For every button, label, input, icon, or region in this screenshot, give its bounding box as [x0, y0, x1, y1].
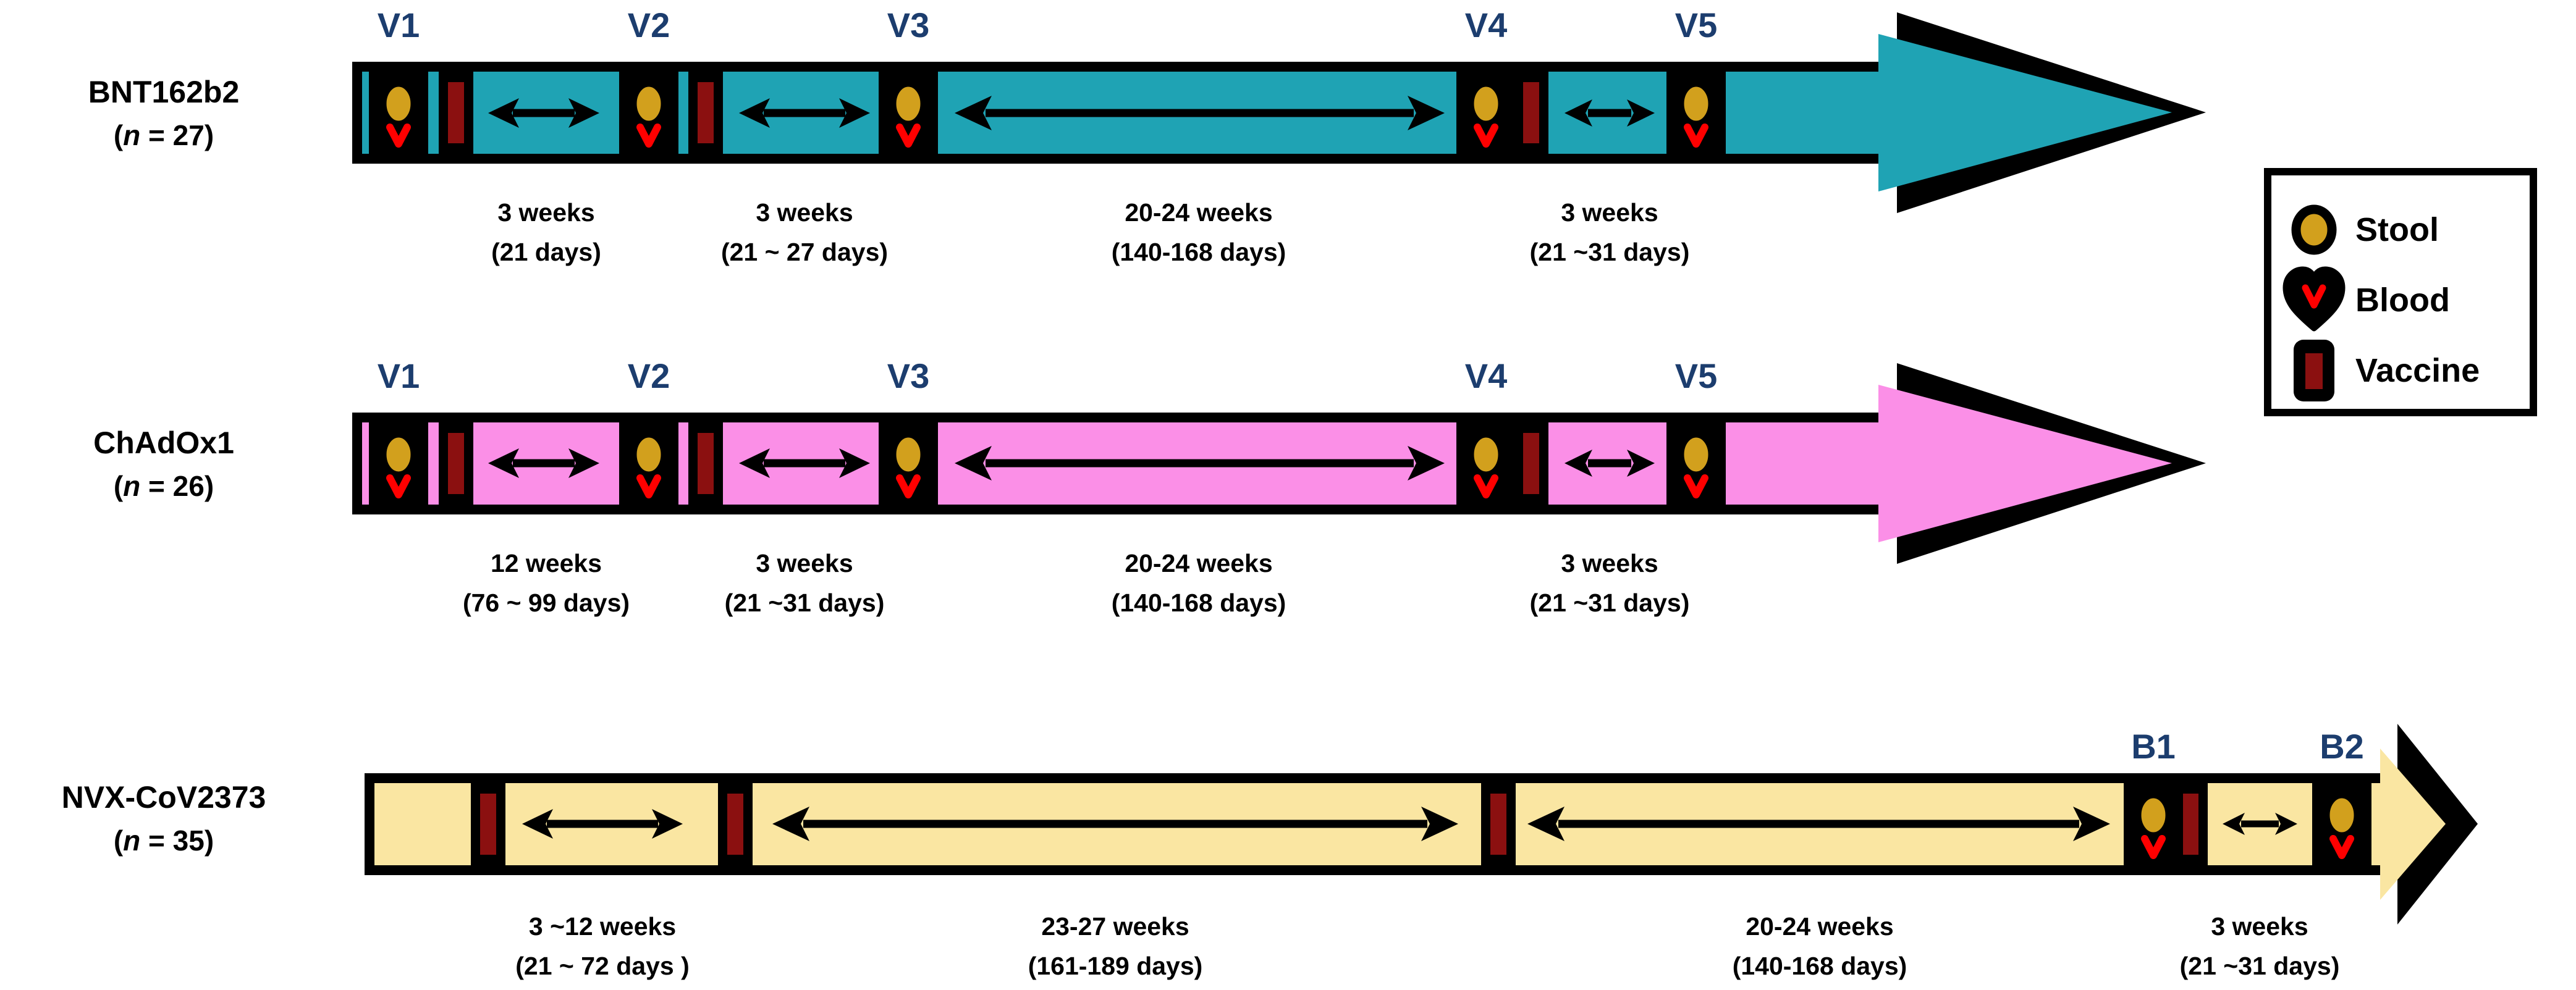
interval-arrow [955, 446, 1445, 480]
visit-label-v3: V3 [887, 6, 930, 44]
interval-label: 3 weeks (21 ~31 days) [1530, 193, 1690, 272]
interval-label: 20-24 weeks (140-168 days) [1112, 193, 1286, 272]
interval-arrow [1565, 99, 1655, 127]
interval-days: (21 ~31 days) [724, 589, 885, 617]
interval-weeks: 12 weeks [490, 549, 602, 577]
stool-blood-marker [2124, 783, 2183, 870]
cohort-name-nvx-cov2373: NVX-CoV2373 [61, 780, 266, 815]
visit-label-v4: V4 [1464, 356, 1508, 395]
interval-label: 3 weeks (21 ~31 days) [725, 543, 885, 623]
interval-label: 20-24 weeks (140-168 days) [1733, 907, 1907, 986]
interval-days: (140-168 days) [1111, 589, 1286, 617]
interval-weeks: 3 weeks [1561, 198, 1658, 227]
interval-days: (21 ~ 72 days ) [515, 952, 690, 980]
cohort-name-chadox1: ChAdOx1 [93, 426, 234, 460]
vaccine-bar-marker [718, 783, 753, 865]
cohort-n-nvx-cov2373: (n = 35) [113, 824, 214, 857]
stool-icon [2291, 204, 2337, 255]
vaccine-bar-marker [439, 422, 473, 505]
interval-days: (21 ~31 days) [2179, 952, 2340, 980]
visit-label-v2: V2 [627, 6, 670, 44]
interval-weeks: 20-24 weeks [1746, 912, 1894, 941]
vaccine-icon [2294, 340, 2334, 401]
interval-label: 12 weeks (76 ~ 99 days) [463, 543, 630, 623]
legend-label-blood: Blood [2355, 282, 2450, 319]
interval-label: 3 weeks (21 ~31 days) [2180, 907, 2340, 986]
interval-label: 3 ~12 weeks (21 ~ 72 days ) [515, 907, 689, 986]
interval-arrow [488, 98, 599, 128]
vaccine-bar-marker [1514, 422, 1548, 505]
interval-label: 3 weeks (21 ~ 27 days) [721, 193, 888, 272]
visit-label-v3: V3 [887, 356, 930, 395]
vaccine-bar-marker [1514, 72, 1548, 154]
interval-weeks: 3 ~12 weeks [528, 912, 677, 941]
cohort-n-chadox1: (n = 26) [113, 470, 214, 502]
interval-days: (21 ~31 days) [1529, 589, 1690, 617]
interval-label: 3 weeks (21 days) [491, 193, 601, 272]
interval-weeks: 23-27 weeks [1041, 912, 1189, 941]
vaccine-bar-marker [688, 422, 723, 505]
stool-blood-marker [879, 72, 938, 159]
interval-arrow [1527, 807, 2110, 841]
visit-label-v1: V1 [377, 356, 420, 395]
stool-blood-marker [1456, 72, 1516, 159]
vaccine-bar-marker [688, 72, 723, 154]
legend-label-vaccine: Vaccine [2355, 352, 2480, 389]
interval-arrow [1565, 450, 1655, 477]
interval-weeks: 20-24 weeks [1125, 549, 1273, 577]
stool-blood-marker [619, 422, 678, 510]
interval-days: (140-168 days) [1111, 238, 1286, 266]
interval-arrow [2223, 813, 2297, 835]
interval-arrow [739, 448, 870, 478]
interval-label: 20-24 weeks (140-168 days) [1112, 543, 1286, 623]
interval-weeks: 3 weeks [756, 198, 853, 227]
blood-icon [2283, 266, 2346, 332]
interval-days: (76 ~ 99 days) [462, 589, 630, 617]
vaccine-bar-marker [471, 783, 505, 865]
stool-blood-marker [1666, 422, 1726, 510]
legend-box [2264, 168, 2537, 416]
visit-label-v4: V4 [1464, 6, 1508, 44]
visit-label-v1: V1 [377, 6, 420, 44]
interval-arrow [488, 448, 599, 478]
cohort-name-bnt162b2: BNT162b2 [88, 75, 240, 109]
interval-arrow [739, 98, 870, 128]
vaccine-bar-marker [439, 72, 473, 154]
interval-days: (21 days) [491, 238, 601, 266]
visit-label-b1: B1 [2131, 727, 2176, 766]
stool-blood-marker [369, 422, 428, 510]
legend-label-stool: Stool [2355, 211, 2439, 248]
interval-weeks: 3 weeks [2211, 912, 2308, 941]
interval-label: 23-27 weeks (161-189 days) [1028, 907, 1203, 986]
interval-arrow [955, 96, 1445, 130]
stool-blood-marker [879, 422, 938, 510]
interval-days: (21 ~ 27 days) [720, 238, 889, 266]
visit-label-v5: V5 [1674, 356, 1718, 395]
stool-blood-marker [369, 72, 428, 159]
interval-arrow [522, 809, 683, 839]
visit-label-v2: V2 [627, 356, 670, 395]
visit-label-b2: B2 [2320, 727, 2364, 766]
interval-days: (161-189 days) [1028, 952, 1203, 980]
interval-weeks: 3 weeks [497, 198, 595, 227]
interval-days: (21 ~31 days) [1529, 238, 1690, 266]
interval-weeks: 3 weeks [756, 549, 853, 577]
interval-days: (140-168 days) [1732, 952, 1907, 980]
interval-label: 3 weeks (21 ~31 days) [1530, 543, 1690, 623]
stool-blood-marker [1666, 72, 1726, 159]
interval-weeks: 20-24 weeks [1125, 198, 1273, 227]
interval-arrow [772, 807, 1458, 841]
stool-blood-marker [1456, 422, 1516, 510]
stool-blood-marker [619, 72, 678, 159]
visit-label-v5: V5 [1674, 6, 1718, 44]
interval-weeks: 3 weeks [1561, 549, 1658, 577]
vaccine-bar-marker [1481, 783, 1516, 865]
stool-blood-marker [2312, 783, 2371, 870]
cohort-n-bnt162b2: (n = 27) [113, 119, 214, 151]
